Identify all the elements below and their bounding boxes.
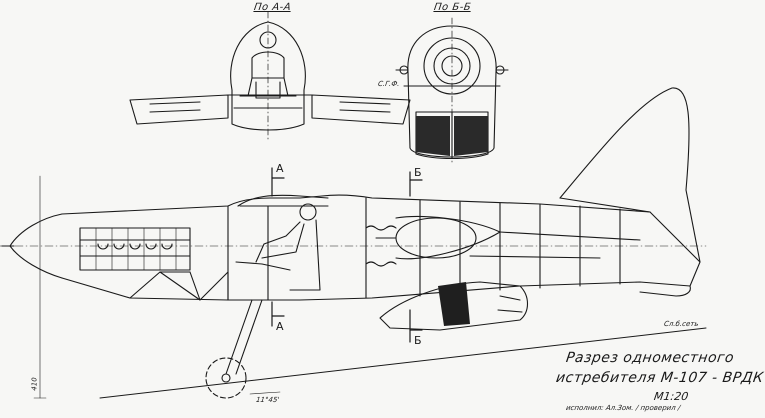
credits-label: исполнил: Ал.Зом. / проверил / bbox=[565, 404, 681, 412]
title-line-2: истребителя М-107 - ВРДК bbox=[554, 370, 765, 386]
section-b-b-title: По Б-Б bbox=[433, 2, 472, 13]
side-view-fuselage bbox=[0, 87, 707, 399]
cut-label-b-bottom: Б bbox=[414, 334, 422, 347]
title-line-1: Разрез одноместного bbox=[564, 350, 736, 366]
cut-label-a-top: А bbox=[276, 162, 284, 175]
height-label: 410 bbox=[30, 377, 39, 391]
technical-drawing bbox=[0, 11, 707, 399]
section-a-a-title: По А-А bbox=[253, 2, 292, 13]
cut-label-b-top: Б bbox=[414, 166, 422, 179]
slope-label: Сл.б.сеть bbox=[663, 320, 700, 328]
cut-lines bbox=[249, 167, 423, 395]
angle-label: 11°45' bbox=[255, 396, 280, 404]
section-a-a-view bbox=[129, 11, 411, 141]
cut-label-a-bottom: А bbox=[276, 320, 284, 333]
scale-label: М1:20 bbox=[653, 390, 690, 403]
section-b-b-view bbox=[395, 17, 509, 163]
sg-label: С.Г.Ф. bbox=[377, 80, 401, 88]
